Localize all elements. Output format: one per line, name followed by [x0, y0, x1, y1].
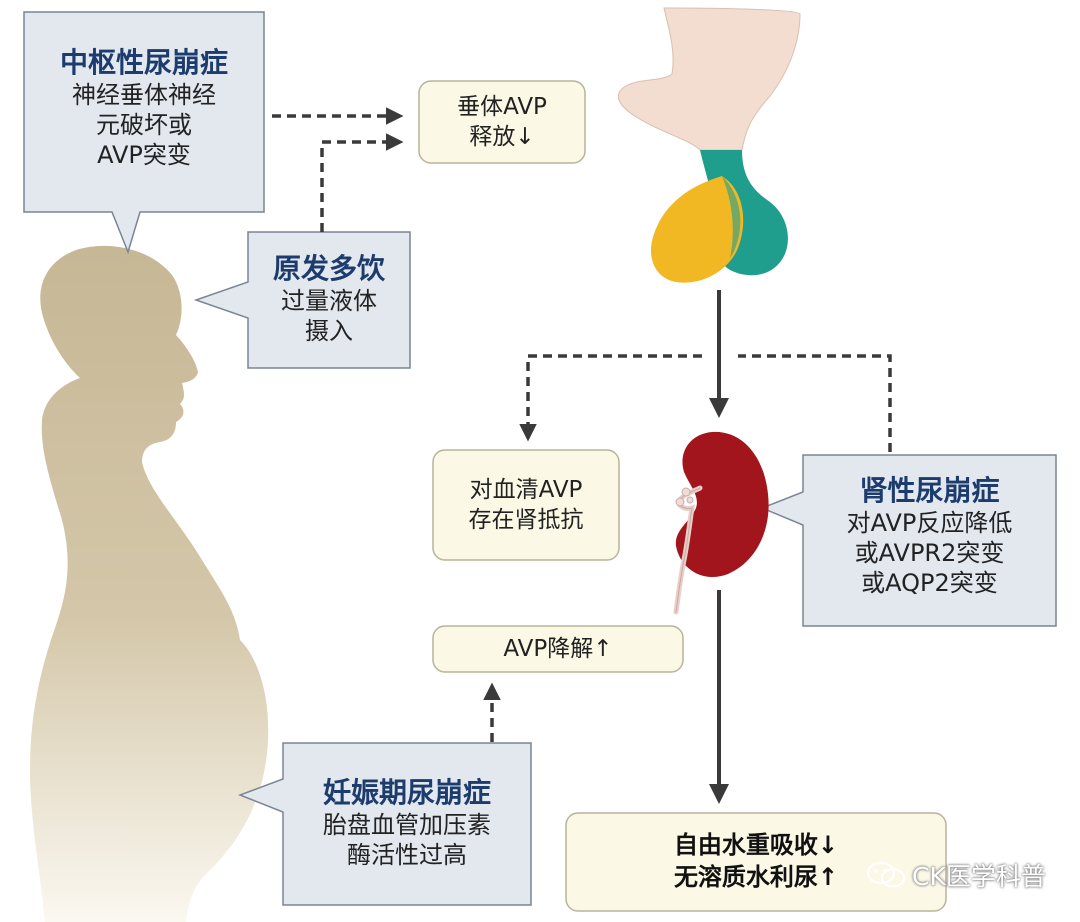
nephrogenic-di-title: 肾性尿崩症: [859, 474, 1000, 507]
flow-arrows: [272, 107, 892, 804]
central-di-title: 中枢性尿崩症: [59, 46, 228, 79]
avp-degradation-line: AVP降解↑: [503, 636, 613, 662]
watermark-text: CK医学科普: [912, 862, 1046, 891]
avp-release-line: 释放↓: [469, 124, 535, 150]
primary-polydipsia-callout: [193, 231, 411, 369]
wechat-icon: [866, 861, 906, 888]
central-di-line: 元破坏或: [96, 111, 192, 139]
outcome-text: 自由水重吸收↓ 无溶质水利尿↑: [566, 829, 946, 893]
gestational-di-line: 酶活性过高: [347, 841, 467, 869]
gestational-di-text: 妊娠期尿崩症 胎盘血管加压素 酶活性过高: [283, 776, 531, 870]
avp-release-text: 垂体AVP 释放↓: [419, 92, 585, 152]
outcome-line: 无溶质水利尿↑: [673, 863, 839, 891]
avp-degradation-box: [432, 625, 684, 673]
outcome-box: [565, 812, 947, 912]
central-di-text: 中枢性尿崩症 神经垂体神经 元破坏或 AVP突变: [24, 46, 264, 170]
renal-resistance-text: 对血清AVP 存在肾抵抗: [433, 475, 619, 535]
avp-degradation-text: AVP降解↑: [433, 634, 683, 664]
arrow-to-resistance: [519, 354, 702, 442]
pituitary-illustration: [617, 7, 801, 283]
arrow-nephrogenic-link: [738, 354, 892, 452]
renal-resistance-line: 存在肾抵抗: [468, 507, 584, 533]
nephrogenic-di-line: 或AQP2突变: [861, 569, 998, 597]
central-di-line: AVP突变: [97, 141, 191, 169]
nephrogenic-di-line: 或AVPR2突变: [854, 539, 1005, 567]
arrow-primary-to-release: [320, 133, 404, 232]
central-di-callout: [23, 11, 265, 255]
primary-polydipsia-text: 原发多饮 过量液体 摄入: [248, 252, 410, 346]
watermark: CK医学科普: [866, 858, 1046, 892]
renal-resistance-box: [432, 449, 620, 561]
gestational-di-line: 胎盘血管加压素: [323, 811, 491, 839]
avp-release-box: [418, 80, 586, 164]
primary-polydipsia-title: 原发多饮: [272, 252, 385, 285]
nephrogenic-di-line: 对AVP反应降低: [846, 509, 1013, 537]
avp-release-line: 垂体AVP: [457, 94, 547, 120]
gestational-di-title: 妊娠期尿崩症: [322, 776, 491, 809]
renal-resistance-line: 对血清AVP: [469, 477, 583, 503]
nephrogenic-di-text: 肾性尿崩症 对AVP反应降低 或AVPR2突变 或AQP2突变: [803, 474, 1056, 598]
outcome-line: 自由水重吸收↓: [673, 831, 839, 859]
nephrogenic-di-callout: [759, 454, 1057, 627]
central-di-line: 神经垂体神经: [72, 81, 216, 109]
pregnant-woman-silhouette: [30, 245, 269, 922]
kidney-illustration: [673, 431, 769, 615]
gestational-di-callout: [237, 742, 532, 906]
primary-polydipsia-line: 摄入: [305, 317, 353, 345]
primary-polydipsia-line: 过量液体: [281, 287, 377, 315]
